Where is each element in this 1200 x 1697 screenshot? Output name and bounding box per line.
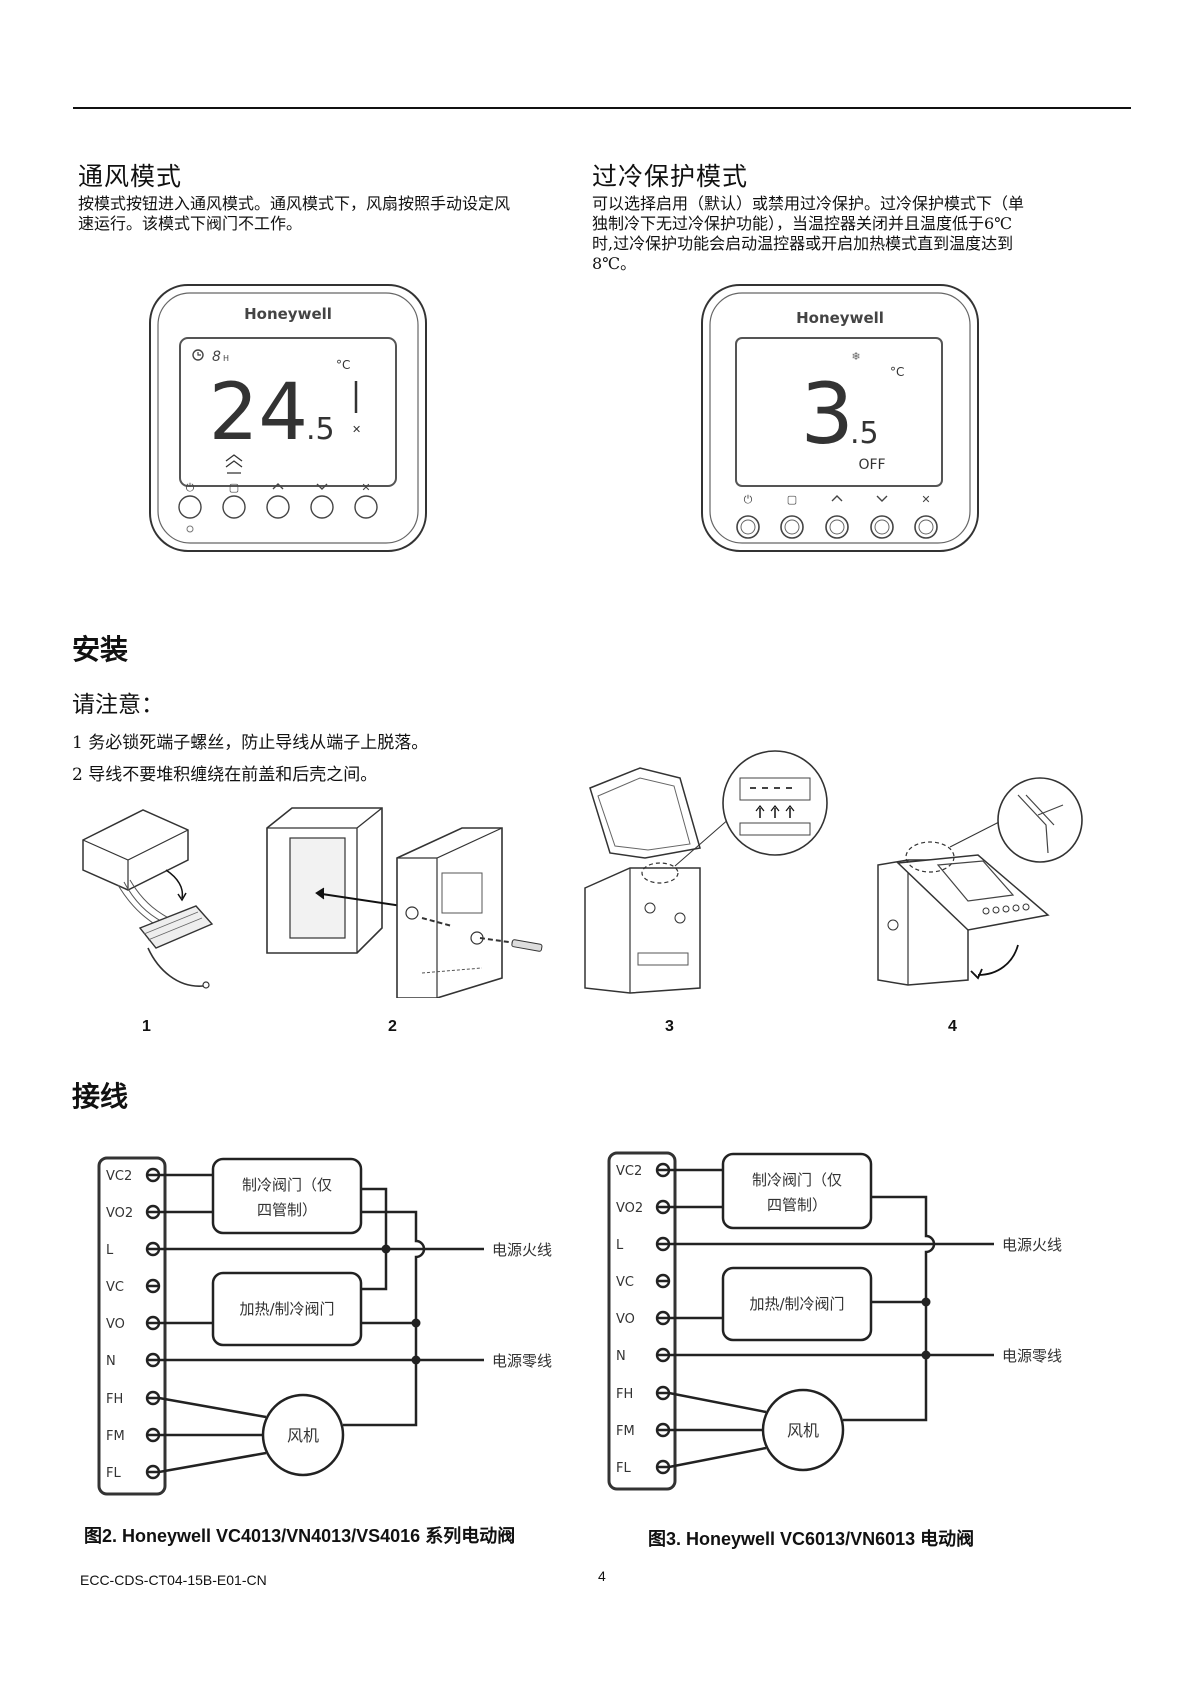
- vent-mode-icon: [225, 454, 243, 474]
- thermostat-vent-illustration: Honeywell 8 H 24 .5 °C ✕ ⏻ ▢ ✕: [149, 284, 427, 552]
- temperature-decimal: .5: [306, 412, 335, 447]
- up-icon: [272, 483, 284, 490]
- terminal-label: FM: [106, 1429, 125, 1444]
- overcool-mode-line: 8℃。: [592, 254, 637, 273]
- install-step-3-illustration: [584, 750, 828, 994]
- terminal-label: VC2: [106, 1169, 132, 1184]
- frost-icon: ❄: [851, 350, 860, 363]
- terminal-label: L: [106, 1243, 114, 1258]
- clock-icon: [192, 349, 204, 361]
- wiring-diagram-vc6013: VC2 VO2 L VC VO N FH FM FL 制冷阀门（仅 四管制） 加…: [607, 1151, 1062, 1491]
- page-number: 4: [598, 1568, 606, 1584]
- install-note: 1 务必锁死端子螺丝，防止导线从端子上脱落。: [72, 733, 429, 753]
- unit-label: °C: [890, 365, 904, 379]
- mode-icon: ▢: [787, 493, 797, 506]
- fan-button: [914, 515, 938, 539]
- overcool-mode-line: 时,过冷保护功能会启动温控器或开启加热模式直到温度达到: [592, 234, 1014, 253]
- overcool-mode-title: 过冷保护模式: [592, 162, 749, 191]
- fan-small-icon: ✕: [361, 481, 370, 494]
- step-number: 4: [948, 1018, 957, 1035]
- terminal-label: VC: [616, 1275, 634, 1290]
- up-button: [266, 495, 290, 519]
- brand-logo: Honeywell: [796, 309, 884, 327]
- terminal-label: VC2: [616, 1164, 642, 1179]
- power-button: [736, 515, 760, 539]
- overcool-mode-line: 独制冷下无过冷保护功能），当温控器关闭并且温度低于6℃: [592, 214, 1013, 233]
- vent-mode-title: 通风模式: [78, 162, 183, 191]
- valve-cool-label: 制冷阀门（仅: [752, 1171, 842, 1189]
- wiring-diagram-vc4013: VC2 VO2 L VC VO N FH FM FL 制冷阀门（仅 四管制） 加…: [97, 1156, 552, 1496]
- terminal-label: VC: [106, 1280, 124, 1295]
- overcool-mode-text: 可以选择启用（默认）或禁用过冷保护。过冷保护模式下（单 独制冷下无过冷保护功能）…: [592, 194, 1112, 274]
- timer-unit: H: [223, 354, 229, 363]
- step-number: 3: [665, 1018, 674, 1035]
- terminal-label: FL: [106, 1466, 121, 1481]
- timer-value: 8: [212, 349, 221, 365]
- terminal-label: VO: [106, 1317, 125, 1332]
- unit-label: °C: [336, 358, 350, 372]
- valve-cool-label: 制冷阀门（仅: [242, 1176, 332, 1194]
- vent-mode-line: 按模式按钮进入通风模式。通风模式下，风扇按照手动设定风: [78, 194, 511, 213]
- terminal-label: VO: [616, 1312, 635, 1327]
- indicator-dot: [186, 525, 194, 533]
- neutral-wire-label: 电源零线: [492, 1352, 552, 1370]
- temperature-display: 3: [801, 365, 854, 463]
- top-rule: [73, 107, 1131, 109]
- terminal-label: VO2: [616, 1201, 643, 1216]
- mode-button: [222, 495, 246, 519]
- fan-label: 风机: [287, 1426, 319, 1445]
- down-button: [870, 515, 894, 539]
- document-code: ECC-CDS-CT04-15B-E01-CN: [80, 1572, 267, 1588]
- install-heading: 安装: [72, 633, 129, 666]
- temperature-display: 24: [209, 368, 308, 458]
- down-icon: [316, 483, 328, 490]
- power-button: [178, 495, 202, 519]
- overcool-mode-line: 可以选择启用（默认）或禁用过冷保护。过冷保护模式下（单: [592, 194, 1025, 213]
- install-step-4-illustration: [877, 777, 1083, 986]
- install-step-1-illustration: [82, 809, 214, 989]
- valve-heat-label: 加热/制冷阀门: [749, 1295, 844, 1313]
- figure-caption-right: 图3. Honeywell VC6013/VN6013 电动阀: [648, 1529, 975, 1549]
- thermostat-overcool-illustration: Honeywell ❄ 3 .5 °C OFF ⏻ ▢ ✕: [701, 284, 979, 552]
- valve-cool-label: 四管制）: [767, 1196, 827, 1214]
- terminal-label: FL: [616, 1461, 631, 1476]
- step-number: 1: [142, 1018, 151, 1035]
- install-step-2-illustration: [266, 807, 543, 998]
- figure-caption-left: 图2. Honeywell VC4013/VN4013/VS4016 系列电动阀: [84, 1526, 516, 1546]
- fan-small-icon: ✕: [921, 493, 930, 506]
- temperature-decimal: .5: [850, 416, 879, 451]
- terminal-label: FH: [616, 1387, 633, 1402]
- terminal-label: N: [616, 1349, 626, 1364]
- valve-cool-label: 四管制）: [257, 1201, 317, 1219]
- mode-icon: ▢: [229, 481, 239, 494]
- down-icon: [876, 495, 888, 502]
- live-wire-label: 电源火线: [1002, 1236, 1062, 1254]
- terminal-label: L: [616, 1238, 624, 1253]
- valve-heat-label: 加热/制冷阀门: [239, 1300, 334, 1318]
- status-off: OFF: [858, 457, 885, 473]
- terminal-label: FH: [106, 1392, 123, 1407]
- step-number: 2: [388, 1018, 397, 1035]
- wiring-heading: 接线: [72, 1080, 129, 1113]
- fan-label: 风机: [787, 1421, 819, 1440]
- power-icon: ⏻: [744, 493, 753, 506]
- notice-title: 请注意：: [72, 692, 164, 718]
- terminal-label: N: [106, 1354, 116, 1369]
- mode-button: [780, 515, 804, 539]
- fan-button: [354, 495, 378, 519]
- terminal-label: VO2: [106, 1206, 133, 1221]
- install-note: 2 导线不要堆积缠绕在前盖和后壳之间。: [72, 765, 378, 785]
- brand-logo: Honeywell: [244, 305, 332, 323]
- terminal-label: FM: [616, 1424, 635, 1439]
- up-button: [825, 515, 849, 539]
- fan-icon: ✕: [352, 423, 361, 436]
- live-wire-label: 电源火线: [492, 1241, 552, 1259]
- vent-mode-line: 速运行。该模式下阀门不工作。: [78, 214, 303, 233]
- neutral-wire-label: 电源零线: [1002, 1347, 1062, 1365]
- down-button: [310, 495, 334, 519]
- vent-mode-text: 按模式按钮进入通风模式。通风模式下，风扇按照手动设定风 速运行。该模式下阀门不工…: [78, 194, 598, 234]
- power-icon: ⏻: [186, 481, 195, 494]
- up-icon: [831, 495, 843, 502]
